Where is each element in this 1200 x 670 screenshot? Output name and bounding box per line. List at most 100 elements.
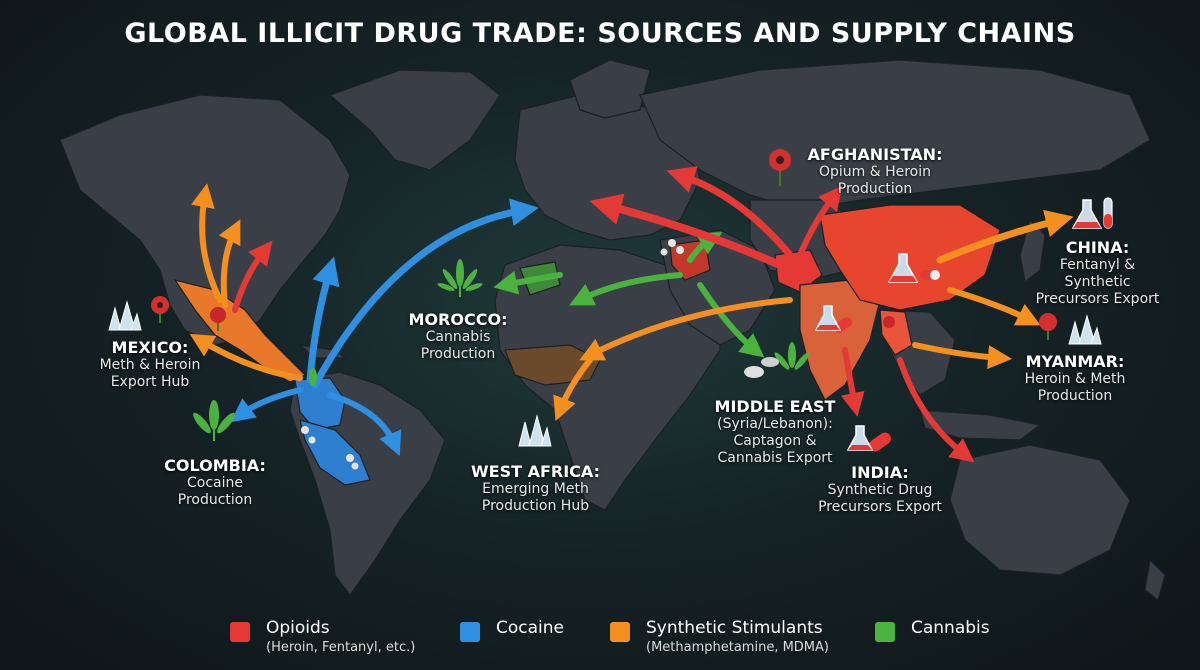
label-afghanistan-desc-2: Production (837, 181, 913, 197)
cannabis-leaf-icon (437, 259, 483, 297)
label-india-desc-1: Synthetic Drug (827, 482, 933, 498)
lab-flask-icon (887, 253, 919, 283)
trafficking-routes (189, 166, 1074, 463)
greenland (328, 69, 501, 171)
lab-flask-icon (1103, 197, 1113, 229)
meth-crystal-icon (518, 414, 552, 447)
label-middle-east: MIDDLE EAST (Syria/Lebanon): Captagon & … (700, 397, 850, 467)
label-colombia-desc-1: Cocaine (187, 475, 243, 491)
label-india: INDIA: Synthetic Drug Precursors Export (805, 463, 955, 516)
route-mexico-north-3 (232, 240, 273, 313)
label-india-name: INDIA: (851, 463, 909, 482)
meth-crystal-icon (108, 300, 142, 331)
label-middle-east-desc-1: (Syria/Lebanon): (717, 416, 833, 432)
route-china-east (936, 209, 1074, 264)
meth-crystal-icon (1068, 314, 1102, 345)
label-myanmar-name: MYANMAR: (1025, 352, 1125, 371)
route-cocaine-to-pacific (230, 387, 303, 423)
colombia-highlight (294, 377, 346, 431)
route-afg-to-russia (666, 166, 794, 259)
lab-flask-icon (1071, 199, 1103, 229)
legend-swatch-cannabis (875, 622, 895, 642)
route-cocaine-to-brazil (327, 392, 402, 457)
label-china-name: CHINA: (1065, 238, 1130, 257)
legend: Opioids (Heroin, Fentanyl, etc.) Cocaine… (0, 612, 1200, 662)
label-china-desc-2: Synthetic (1064, 274, 1131, 290)
label-west-africa-name: WEST AFRICA: (471, 462, 600, 481)
legend-sub-synthetic: (Methamphetamine, MDMA) (646, 640, 829, 655)
label-mexico: MEXICO: Meth & Heroin Export Hub (70, 338, 230, 391)
route-cocaine-to-us (306, 256, 340, 384)
label-afghanistan-desc-1: Opium & Heroin (818, 164, 932, 180)
poppy-icon (210, 307, 226, 331)
route-india-south (840, 347, 865, 417)
label-middle-east-name: MIDDLE EAST (714, 397, 836, 416)
label-mexico-desc-1: Meth & Heroin (99, 357, 201, 373)
label-india-desc-2: Precursors Export (818, 499, 942, 515)
label-morocco-desc-1: Cannabis (425, 329, 491, 345)
route-cocaine-to-europe (311, 198, 539, 389)
page-title: GLOBAL ILLICIT DRUG TRADE: SOURCES AND S… (124, 18, 1076, 49)
label-middle-east-desc-3: Cannabis Export (717, 450, 833, 466)
label-west-africa: WEST AFRICA: Emerging Meth Production Hu… (463, 462, 608, 515)
lab-flask-icon (814, 305, 842, 331)
legend-swatch-synthetic (610, 622, 630, 642)
label-colombia-name: COLOMBIA: (164, 456, 266, 475)
cannabis-leaf-icon (774, 342, 810, 370)
legend-swatch-cocaine (460, 622, 480, 642)
route-wa-meth (553, 357, 593, 422)
australia (949, 444, 1131, 576)
legend-label-synthetic: Synthetic Stimulants (646, 618, 823, 638)
route-morocco-cannabis (493, 270, 563, 295)
land-masses (59, 59, 1166, 602)
map-icons (108, 149, 1113, 470)
label-afghanistan: AFGHANISTAN: Opium & Heroin Production (800, 145, 950, 198)
label-west-africa-desc-2: Production Hub (481, 498, 590, 514)
route-myanmar-east (912, 342, 1012, 370)
label-afghanistan-name: AFGHANISTAN: (807, 145, 943, 164)
label-middle-east-desc-2: Captagon & (733, 433, 817, 449)
label-myanmar: MYANMAR: Heroin & Meth Production (1005, 352, 1145, 405)
label-myanmar-desc-1: Heroin & Meth (1024, 371, 1126, 387)
label-china: CHINA: Fentanyl & Synthetic Precursors E… (1025, 238, 1170, 308)
label-colombia-desc-2: Production (177, 492, 253, 508)
label-china-desc-1: Fentanyl & (1059, 257, 1136, 273)
legend-label-cannabis: Cannabis (911, 618, 990, 638)
poppy-icon (1039, 313, 1057, 340)
china (819, 204, 1001, 311)
russia (639, 59, 1151, 211)
route-myanmar-australia (897, 357, 975, 463)
cannabis-leaf-icon (309, 368, 317, 386)
label-myanmar-desc-2: Production (1037, 388, 1113, 404)
route-me-to-gulf (697, 282, 765, 358)
legend-sub-opioids: (Heroin, Fentanyl, etc.) (266, 640, 416, 655)
poppy-icon (769, 149, 791, 186)
label-mexico-desc-2: Export Hub (110, 374, 190, 390)
lab-flask-icon (846, 425, 874, 451)
poppy-icon (151, 296, 169, 323)
poppy-icon (883, 316, 895, 328)
legend-swatch-opioids (230, 622, 250, 642)
label-morocco: MOROCCO: Cannabis Production (393, 310, 523, 363)
route-mexico-north-2 (218, 219, 241, 308)
route-india-to-wa (579, 297, 793, 361)
cannabis-leaf-icon (193, 400, 235, 441)
pills-icon (920, 270, 940, 280)
label-china-desc-3: Precursors Export (1035, 291, 1160, 307)
label-morocco-desc-2: Production (420, 346, 496, 362)
label-west-africa-desc-1: Emerging Meth (482, 481, 589, 497)
legend-label-cocaine: Cocaine (496, 618, 564, 638)
label-colombia: COLOMBIA: Cocaine Production (140, 456, 290, 509)
pills-icon (869, 432, 891, 452)
label-morocco-name: MOROCCO: (408, 310, 508, 329)
route-afg-north (797, 185, 843, 258)
pills-icon (744, 357, 779, 378)
label-mexico-name: MEXICO: (111, 338, 189, 357)
legend-label-opioids: Opioids (266, 618, 330, 638)
route-afg-to-europe (589, 193, 784, 269)
route-china-southeast (947, 287, 1041, 326)
route-mexico-north-1 (191, 183, 223, 303)
route-mexico-south (189, 333, 303, 381)
route-me-to-africa (569, 272, 683, 306)
